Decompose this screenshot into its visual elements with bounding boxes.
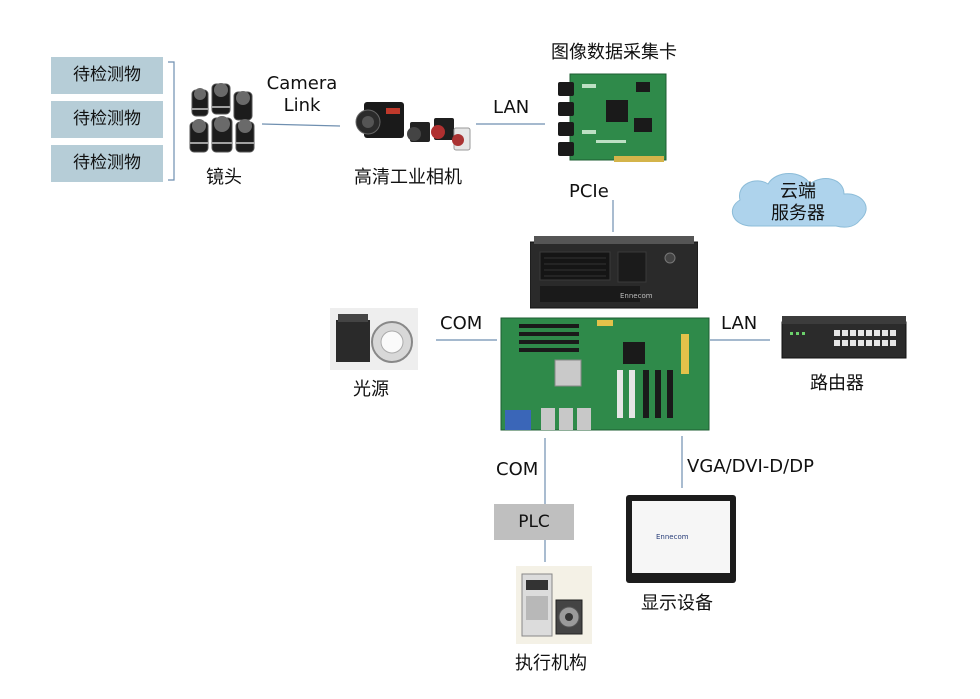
display-label: 显示设备 bbox=[641, 593, 713, 614]
capture-card-image bbox=[558, 73, 667, 162]
com-bottom-label: COM bbox=[496, 459, 539, 480]
line-lens-camera bbox=[261, 123, 341, 127]
router-image bbox=[781, 316, 907, 359]
camera-label: 高清工业相机 bbox=[354, 167, 462, 188]
object-bracket bbox=[168, 61, 175, 181]
camera-link-label-line2: Link bbox=[283, 95, 321, 116]
plc-box: PLC bbox=[494, 504, 574, 540]
router-label: 路由器 bbox=[810, 373, 864, 394]
industrial-pc-image bbox=[530, 236, 698, 309]
lan-right-label: LAN bbox=[721, 313, 758, 334]
display-screen: Ennecom bbox=[632, 501, 730, 573]
cloud-label-line2: 服务器 bbox=[771, 203, 825, 224]
object-box-3: 待检测物 bbox=[51, 145, 163, 182]
light-source-image bbox=[330, 308, 418, 370]
display-brand: Ennecom bbox=[656, 533, 689, 541]
light-source-label: 光源 bbox=[353, 379, 389, 400]
lens-image bbox=[189, 83, 255, 153]
motherboard-image bbox=[500, 317, 710, 431]
actuator-label: 执行机构 bbox=[515, 653, 587, 674]
display-image: Ennecom bbox=[626, 495, 736, 583]
ipc-brand: Ennecom bbox=[620, 292, 653, 300]
actuator-image bbox=[516, 566, 592, 644]
vga-label: VGA/DVI-D/DP bbox=[687, 456, 814, 477]
camera-link-label-line1: Camera bbox=[266, 73, 338, 94]
object-box-1: 待检测物 bbox=[51, 57, 163, 94]
lan-top-label: LAN bbox=[493, 97, 530, 118]
camera-image bbox=[355, 102, 471, 151]
object-box-2: 待检测物 bbox=[51, 101, 163, 138]
pcie-label: PCIe bbox=[569, 181, 609, 202]
capture-card-label: 图像数据采集卡 bbox=[551, 42, 677, 63]
lens-label: 镜头 bbox=[206, 167, 242, 188]
com-left-label: COM bbox=[440, 313, 483, 334]
cloud-label-line1: 云端 bbox=[780, 181, 816, 202]
cloud-shape bbox=[731, 173, 867, 228]
